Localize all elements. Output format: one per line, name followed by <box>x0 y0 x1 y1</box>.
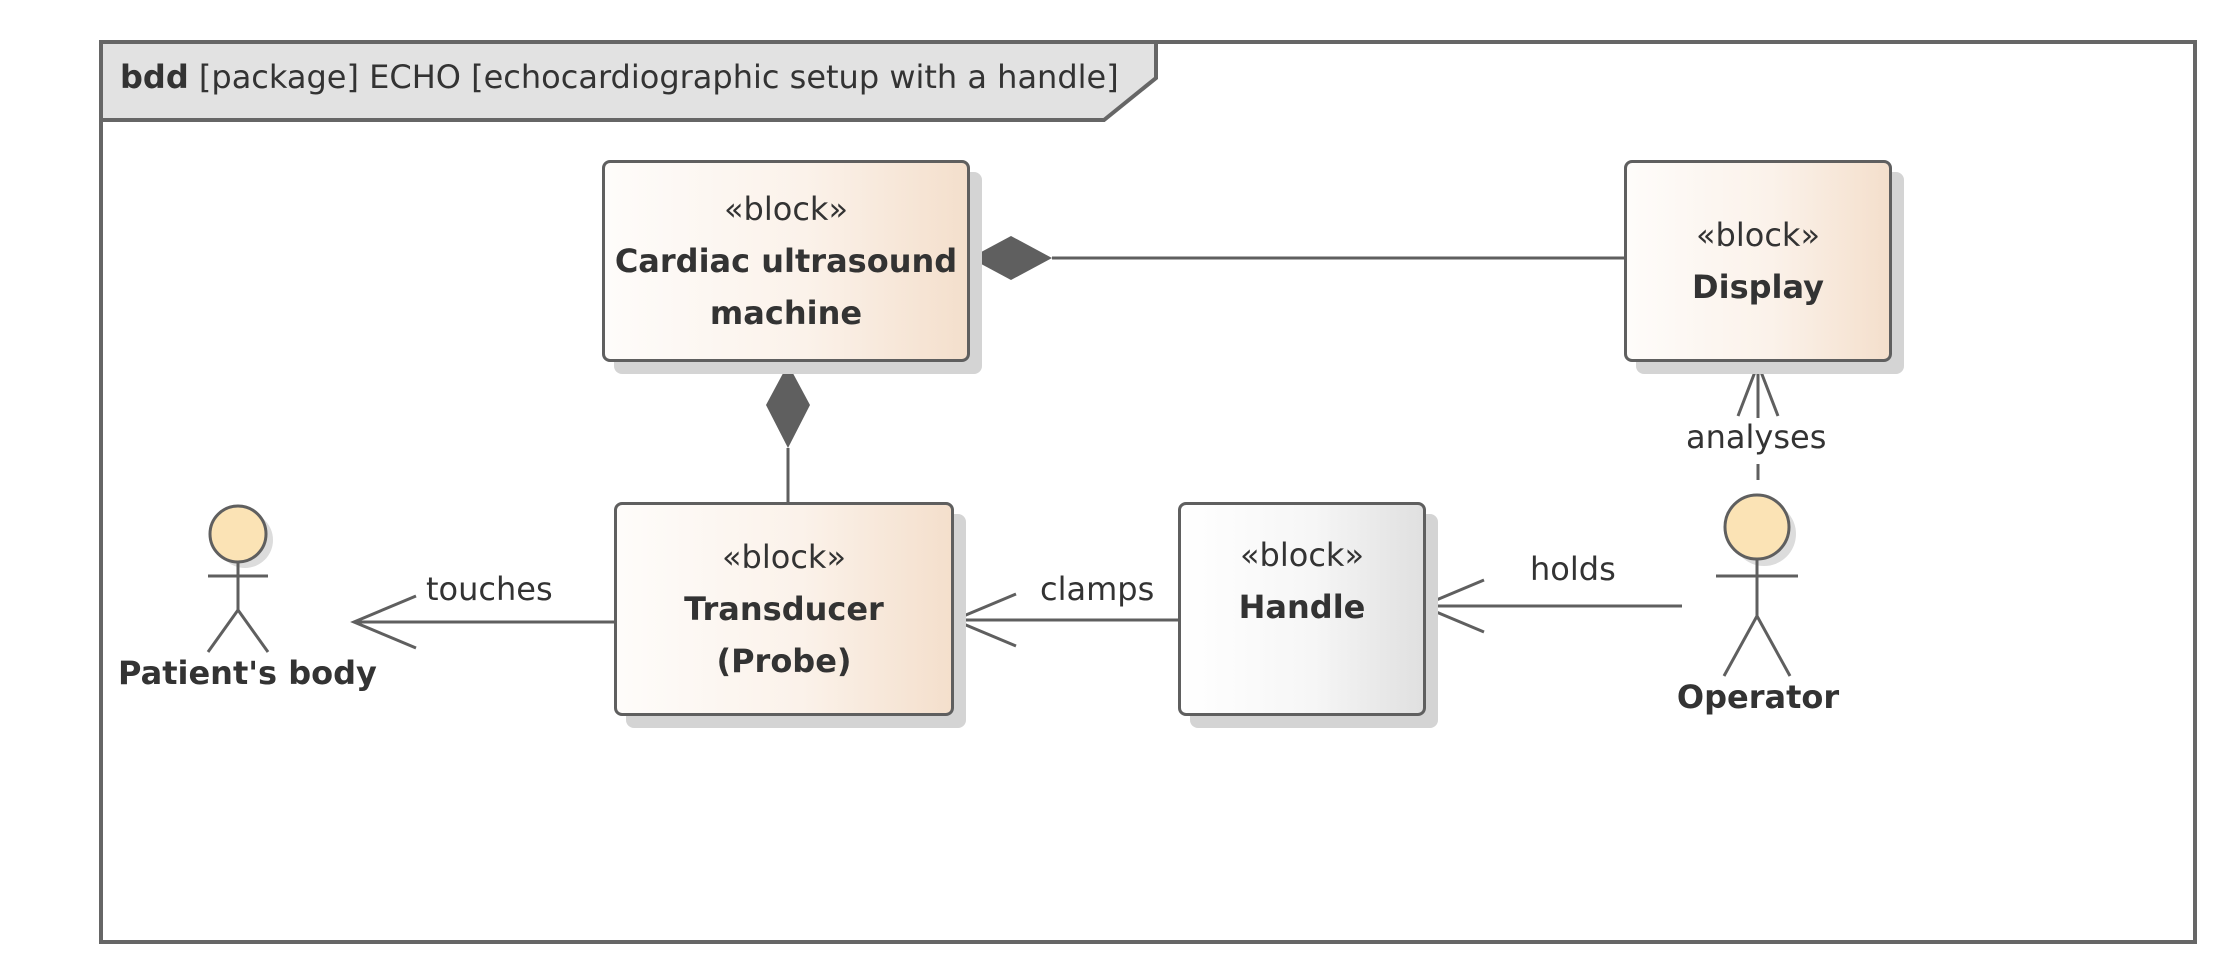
composition-diamond-transducer <box>766 364 810 448</box>
block-name: Handle <box>1238 588 1366 626</box>
block-handle[interactable]: «block» Handle <box>1178 502 1426 716</box>
composition-diamond-display <box>970 236 1052 280</box>
block-stereotype: «block» <box>1239 536 1365 574</box>
block-name: Cardiac ultrasound machine <box>614 242 958 332</box>
touches-label: touches <box>426 570 553 608</box>
diagram-title: [package] ECHO [echocardiographic setup … <box>198 58 1119 96</box>
clamps-arrowhead <box>950 592 1017 648</box>
block-display[interactable]: «block» Display <box>1624 160 1892 362</box>
clamps-label: clamps <box>1040 570 1155 608</box>
block-stereotype: «block» <box>723 190 849 228</box>
diagram-kind: bdd <box>120 58 189 96</box>
analyses-arrowhead <box>1736 359 1780 417</box>
block-name: Display <box>1692 268 1824 306</box>
frame-header-tab <box>99 40 1158 122</box>
touches-arrowhead <box>350 594 417 650</box>
block-stereotype: «block» <box>1695 216 1821 254</box>
frame-title: bdd [package] ECHO [echocardiographic se… <box>120 52 1119 102</box>
operator-actor-figure <box>1716 493 1798 677</box>
block-stereotype: «block» <box>721 538 847 576</box>
patient-actor-figure <box>206 504 273 653</box>
analyses-label: analyses <box>1686 418 1827 456</box>
operator-actor-name: Operator <box>1676 678 1840 716</box>
patient-actor-name: Patient's body <box>118 654 377 692</box>
block-name: Transducer (Probe) <box>684 590 884 680</box>
holds-label: holds <box>1530 550 1616 588</box>
block-cardiac-ultrasound-machine[interactable]: «block» Cardiac ultrasound machine <box>602 160 970 362</box>
block-transducer[interactable]: «block» Transducer (Probe) <box>614 502 954 716</box>
